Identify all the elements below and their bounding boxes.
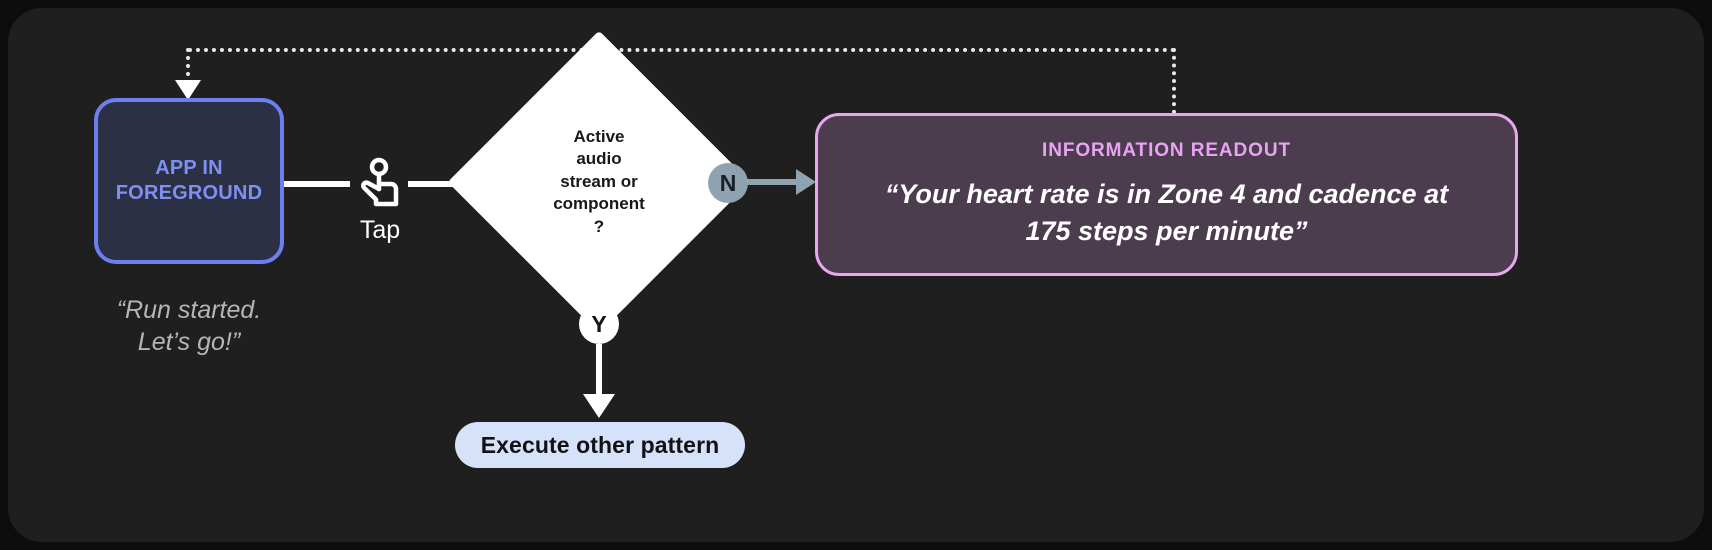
- branch-badge-no: N: [708, 163, 748, 203]
- app-voice-caption-line1: “Run started.: [116, 296, 262, 324]
- connector-app-to-tap: [284, 181, 350, 187]
- feedback-path-horizontal: [188, 48, 1176, 52]
- app-in-foreground-label: APP IN FOREGROUND: [115, 157, 263, 204]
- app-voice-caption-line2: Let’s go!”: [137, 328, 241, 356]
- readout-line1: “Your heart rate is in Zone 4 and cadenc…: [884, 179, 1449, 210]
- execute-arrowhead-icon: [583, 394, 615, 418]
- readout-arrowhead-icon: [796, 169, 816, 195]
- tap-gesture-label: Tap: [359, 216, 401, 244]
- branch-badge-yes: Y: [579, 304, 619, 344]
- information-readout-title: INFORMATION READOUT: [1042, 140, 1291, 162]
- feedback-arrowhead-icon: [175, 80, 201, 100]
- feedback-path-right-vertical: [1172, 48, 1176, 114]
- connector-tap-to-decision: [408, 181, 482, 187]
- diagram-canvas: APP IN FOREGROUND “Run started. Let’s go…: [8, 8, 1704, 542]
- information-readout-body: “Your heart rate is in Zone 4 and cadenc…: [847, 176, 1487, 248]
- decision-node[interactable]: Active audio stream or component ?: [447, 30, 751, 334]
- connector-yes-to-execute: [596, 344, 602, 398]
- app-voice-caption: “Run started. Let’s go!”: [68, 294, 310, 358]
- tap-hand-icon: [352, 156, 408, 212]
- feedback-path-left-vertical: [186, 48, 190, 84]
- decision-label: Active audio stream or component ?: [553, 126, 645, 236]
- app-in-foreground-node[interactable]: APP IN FOREGROUND: [94, 98, 284, 264]
- readout-line2: 175 steps per minute”: [1025, 215, 1308, 246]
- connector-no-to-readout: [748, 179, 800, 185]
- connector-decision-to-yes: [596, 290, 602, 308]
- information-readout-panel[interactable]: INFORMATION READOUT “Your heart rate is …: [815, 113, 1518, 276]
- execute-other-pattern-node[interactable]: Execute other pattern: [455, 422, 745, 468]
